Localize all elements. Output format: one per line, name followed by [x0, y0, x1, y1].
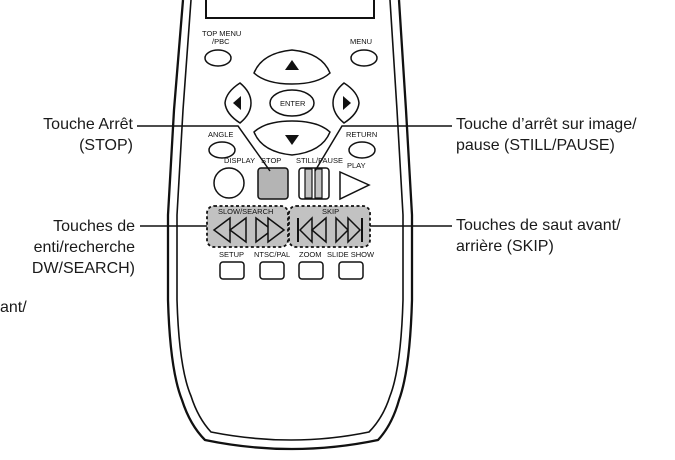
callout-skip-line2: arrière (SKIP) — [456, 238, 554, 255]
zoom-button[interactable] — [298, 261, 324, 280]
skip-forward-button[interactable] — [335, 216, 363, 244]
leader-line-still-pause — [314, 125, 452, 172]
display-label: DISPLAY — [224, 156, 255, 165]
ntsc-pal-button[interactable] — [259, 261, 285, 280]
play-label: PLAY — [347, 161, 366, 170]
setup-label: SETUP — [219, 250, 244, 259]
display-button[interactable] — [213, 167, 245, 199]
callout-slow-search-line3: DW/SEARCH) — [31, 260, 135, 277]
ntsc-pal-label: NTSC/PAL — [254, 250, 290, 259]
still-pause-button[interactable] — [298, 167, 330, 200]
slow-search-reverse-button[interactable] — [212, 216, 247, 244]
skip-forward-icon-b — [347, 216, 362, 244]
menu-button[interactable] — [350, 49, 378, 67]
menu-label: MENU — [350, 37, 372, 46]
callout-still-pause: Touche d’arrêt sur image/ pause (STILL/P… — [456, 114, 637, 156]
setup-button[interactable] — [219, 261, 245, 280]
up-arrow-icon — [285, 60, 299, 70]
zoom-label: ZOOM — [299, 250, 322, 259]
enter-button[interactable] — [269, 89, 315, 117]
fast-forward-icon-a — [255, 216, 274, 244]
return-label: RETURN — [346, 130, 377, 139]
play-button[interactable] — [339, 170, 371, 201]
callout-skip-line1: Touches de saut avant/ — [456, 217, 621, 234]
callout-still-pause-line1: Touche d’arrêt sur image/ — [456, 116, 637, 133]
left-arrow-icon — [233, 96, 241, 110]
still-pause-label: STILL/PAUSE — [296, 156, 343, 165]
return-button[interactable] — [348, 141, 376, 159]
down-arrow-icon — [285, 135, 299, 145]
remote-body-inner-outline — [176, 0, 404, 441]
slide-show-label: SLIDE SHOW — [327, 250, 375, 259]
slide-show-button[interactable] — [338, 261, 364, 280]
angle-label: ANGLE — [208, 130, 233, 139]
enter-label: ENTER — [280, 99, 306, 108]
skip-back-button[interactable] — [297, 216, 327, 244]
callout-stop-line1: Touche Arrêt — [43, 116, 133, 133]
remote-body-outline — [166, 0, 414, 451]
leader-line-stop — [137, 125, 271, 172]
callout-still-pause-line2: pause (STILL/PAUSE) — [456, 137, 615, 154]
slow-search-forward-button[interactable] — [255, 216, 286, 244]
slow-search-label: SLOW/SEARCH — [218, 207, 273, 216]
callout-slow-search-line1: Touches de — [53, 218, 135, 235]
top-menu-button[interactable] — [204, 49, 232, 67]
skip-forward-icon-a — [335, 216, 350, 244]
angle-button[interactable] — [208, 141, 236, 159]
callout-partial: ant/ — [0, 297, 27, 318]
callout-slow-search: Touches de enti/recherche DW/SEARCH) — [32, 216, 135, 279]
right-arrow-icon — [343, 96, 351, 110]
stop-button[interactable] — [257, 167, 289, 200]
top-menu-label-line2: /PBC — [212, 37, 230, 46]
pause-icon-bar-right — [314, 168, 323, 199]
top-menu-label: TOP MENU — [202, 29, 241, 38]
fast-forward-icon-b — [267, 216, 286, 244]
callout-stop: Touche Arrêt (STOP) — [43, 114, 133, 156]
callout-partial-line1: ant/ — [0, 299, 27, 316]
callout-stop-line2: (STOP) — [79, 137, 133, 154]
display-window — [205, 0, 375, 19]
pause-icon-bar-left — [304, 168, 313, 199]
skip-back-icon-b — [310, 216, 327, 244]
callout-slow-search-line2: enti/recherche — [33, 239, 135, 256]
callout-skip: Touches de saut avant/ arrière (SKIP) — [456, 215, 621, 257]
stop-label: STOP — [261, 156, 281, 165]
rewind-icon-b — [228, 216, 247, 244]
skip-label: SKIP — [322, 207, 339, 216]
